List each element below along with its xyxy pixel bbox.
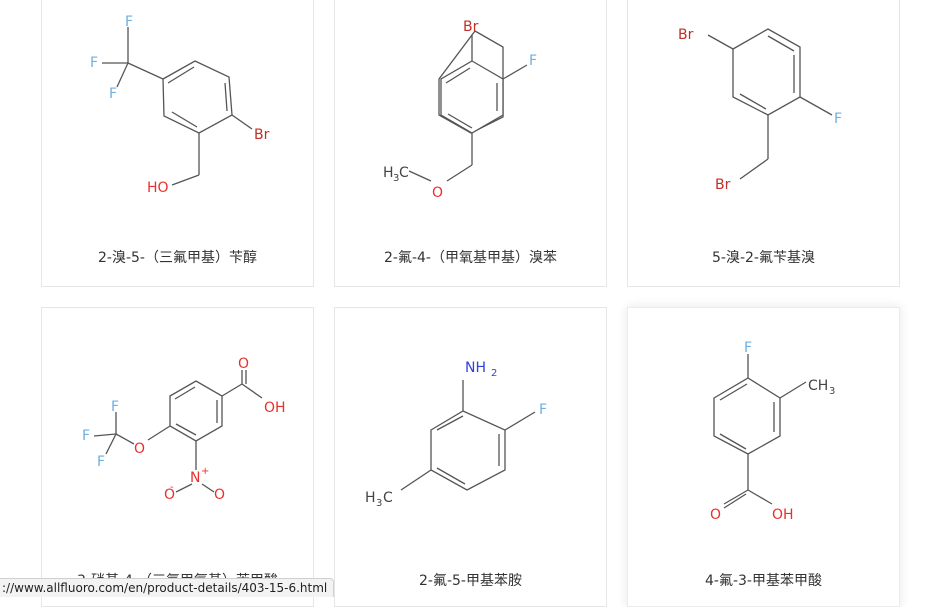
product-card-4[interactable]: O OH O F F F N + O - O 3-硝基-4-（三氟甲氧基）苯甲酸: [41, 307, 314, 607]
atom-label: -: [170, 482, 174, 493]
atom-label: Br: [254, 127, 270, 143]
product-name[interactable]: 2-溴-5-（三氟甲基）苄醇: [98, 250, 257, 266]
atom-label: C: [399, 165, 409, 181]
atom-label: F: [97, 454, 105, 470]
product-name[interactable]: 2-氟-4-（甲氧基甲基）溴苯: [384, 250, 557, 266]
atom-label: O: [134, 441, 145, 457]
atom-label: C: [383, 490, 393, 506]
atom-label: F: [539, 402, 547, 418]
structure-diagram: Br F Br: [678, 27, 842, 193]
atom-label: H: [365, 490, 376, 506]
structure-diagram: Br F O H 3 C: [383, 19, 537, 201]
atom-label: Br: [678, 27, 694, 43]
atom-label: Br: [715, 177, 731, 193]
product-name[interactable]: 2-氟-5-甲基苯胺: [419, 573, 522, 589]
atom-label: F: [90, 55, 98, 71]
product-name[interactable]: 4-氟-3-甲基苯甲酸: [705, 573, 822, 589]
atom-label: HO: [147, 180, 169, 196]
atom-label: O: [710, 507, 721, 523]
atom-label: N: [190, 470, 200, 486]
atom-label: CH: [808, 378, 828, 394]
product-name[interactable]: 5-溴-2-氟苄基溴: [712, 250, 815, 266]
structure-diagram: F CH 3 O OH: [710, 340, 835, 523]
atom-label: OH: [772, 507, 794, 523]
atom-label: H: [383, 165, 394, 181]
status-bar-url: ://www.allfluoro.com/en/product-details/…: [0, 578, 335, 597]
atom-label: NH: [465, 360, 486, 376]
product-card-6[interactable]: F CH 3 O OH 4-氟-3-甲基苯甲酸: [627, 307, 900, 607]
product-card-1[interactable]: F F F Br HO 2-溴-5-（三氟甲基）苄醇: [41, 0, 314, 287]
atom-label: 3: [376, 498, 382, 509]
atom-label: F: [125, 14, 133, 30]
atom-label: Br: [463, 19, 479, 35]
atom-label: 3: [393, 173, 399, 184]
atom-label: O: [432, 185, 443, 201]
structure-diagram: O OH O F F F N + O - O: [82, 356, 286, 503]
structure-diagram: F F F Br HO: [90, 14, 270, 196]
atom-label: F: [529, 53, 537, 69]
structure-diagram: NH 2 F H 3 C: [365, 360, 547, 509]
atom-label: O: [238, 356, 249, 372]
atom-label: +: [201, 466, 209, 477]
atom-label: O: [214, 487, 225, 503]
product-card-3[interactable]: Br F Br 5-溴-2-氟苄基溴: [627, 0, 900, 287]
atom-label: 2: [491, 368, 497, 379]
product-card-5[interactable]: NH 2 F H 3 C 2-氟-5-甲基苯胺: [334, 307, 607, 607]
atom-label: O: [164, 487, 175, 503]
atom-label: F: [834, 111, 842, 127]
atom-label: F: [111, 399, 119, 415]
atom-label: F: [109, 86, 117, 102]
atom-label: OH: [264, 400, 286, 416]
product-card-2[interactable]: Br F O H 3 C 2-氟-4-（甲氧基甲基）溴苯: [334, 0, 607, 287]
atom-label: F: [744, 340, 752, 356]
atom-label: 3: [829, 386, 835, 397]
atom-label: F: [82, 428, 90, 444]
